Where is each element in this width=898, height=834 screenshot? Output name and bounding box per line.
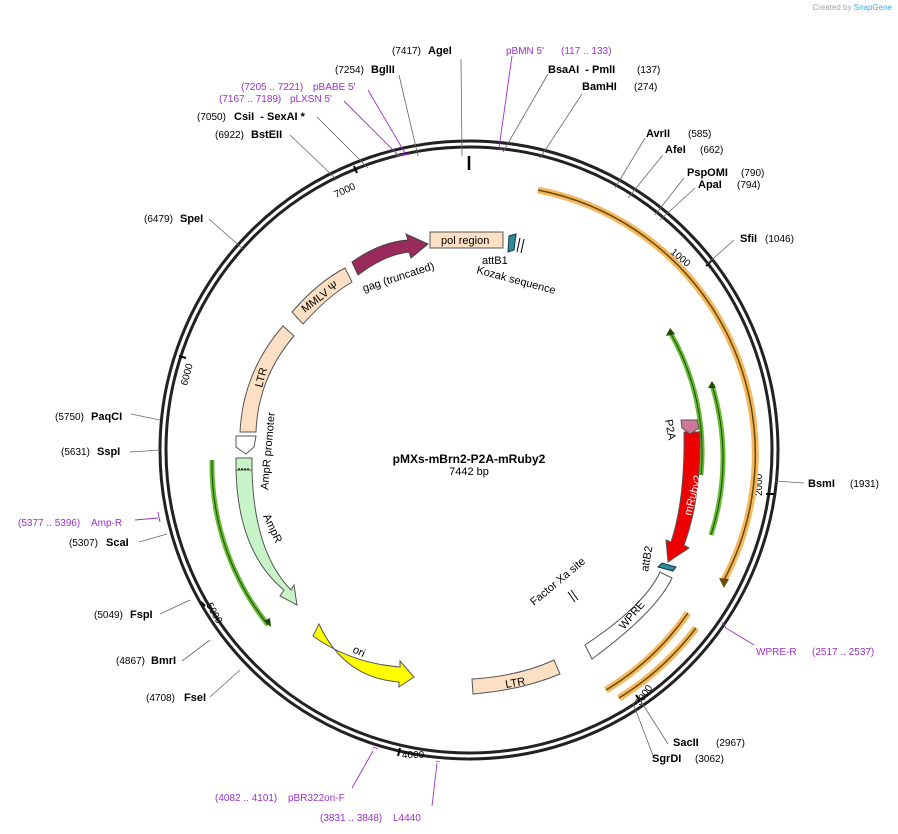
site-bsaai-name: BsaAI - PmlI [548, 64, 615, 76]
p2a-feature: P2A [662, 418, 700, 442]
orf-green-arrows [209, 328, 726, 627]
site-fsei-pos: (4708) [146, 693, 175, 704]
pol-region-feature: pol region [429, 231, 504, 249]
primer-pbr322-name: pBR322ori-F [288, 793, 345, 804]
primer-plxsn-name: pLXSN 5' [290, 94, 332, 105]
site-paqci-name: PaqCI [91, 411, 122, 423]
site-spei-pos: (6479) [144, 214, 173, 225]
restriction-sites: (7417) AgeI BsaAI - PmlI (137) BamHI (27… [55, 45, 879, 765]
primer-leader-lines [134, 55, 755, 807]
site-ageI-pos: (7417) [392, 46, 421, 57]
tick-label-2000: 2000 [754, 473, 765, 496]
factor-xa-feature: Factor Xa site [528, 555, 588, 608]
site-scai-pos: (5307) [69, 538, 98, 549]
orf-orange-arrow-small [604, 611, 699, 701]
site-pspomi-name: PspOMI [687, 167, 728, 179]
site-bglii-pos: (7254) [335, 65, 364, 76]
ampr-label: AmpR [260, 512, 284, 545]
site-bamhi-pos: (274) [634, 82, 657, 93]
mmlv-psi-feature: MMLV Ψ [291, 267, 353, 325]
ampr-promoter-label: AmpR promoter [259, 412, 278, 491]
site-ageI-name: AgeI [428, 45, 452, 57]
site-sgrdi-pos: (3062) [695, 754, 724, 765]
plasmid-size: 7442 bp [449, 466, 489, 478]
site-sfii-pos: (1046) [765, 234, 794, 245]
p2a-label: P2A [662, 418, 678, 441]
site-bsmi-pos: (1931) [850, 479, 879, 490]
site-fsei-name: FseI [184, 692, 206, 704]
primer-pbr322-range: (4082 .. 4101) [215, 793, 277, 804]
primer-pbmn-range: (117 .. 133) [561, 46, 611, 57]
primer-pbmn-name: pBMN 5' [506, 46, 544, 57]
mruby2-feature: mRuby2 [665, 431, 705, 563]
ori-label: ori [351, 644, 367, 660]
primer-l4440-name: L4440 [393, 813, 421, 824]
site-sspi-pos: (5631) [61, 447, 90, 458]
site-bsteii-name: BstEII [251, 129, 282, 141]
site-afei-name: AfeI [665, 144, 686, 156]
ori-feature: ori [312, 622, 415, 688]
gag-feature: gag (truncated) [351, 233, 436, 295]
site-sacii-pos: (2967) [716, 738, 745, 749]
tick-label-4000: 4000 [402, 750, 425, 761]
site-sgrdi-name: SgrDI [652, 753, 681, 765]
ltr-bottom-label: LTR [504, 676, 526, 691]
ltr-left-label: LTR [253, 366, 270, 388]
pol-region-label: pol region [441, 235, 489, 247]
site-bsteii-pos: (6922) [215, 130, 244, 141]
site-bmri-name: BmrI [151, 655, 176, 667]
site-bsmi-name: BsmI [808, 478, 835, 490]
primer-wpre-name: WPRE-R [756, 647, 797, 658]
ltr-bottom-feature: LTR [471, 659, 561, 695]
site-leader-lines [129, 58, 805, 759]
site-avrii-pos: (585) [688, 129, 711, 140]
site-scai-name: ScaI [106, 537, 129, 549]
snapgene-credit: Created by SnapGene [812, 3, 892, 12]
site-csii-name: CsiI - SexAI * [234, 111, 306, 123]
credit-text: Created by [812, 3, 852, 12]
site-bsaai-pos: (137) [637, 65, 660, 76]
site-sacii-name: SacII [673, 737, 699, 749]
tick-label-7000: 7000 [333, 181, 358, 201]
primer-pbabe-name: pBABE 5' [313, 82, 356, 93]
primer-pbabe-range: (7205 .. 7221) [241, 82, 303, 93]
site-csii-pos: (7050) [197, 112, 226, 123]
attb1-label: attB1 [482, 255, 508, 267]
factor-xa-label: Factor Xa site [528, 555, 588, 608]
primer-ampr-name: Amp-R [91, 518, 122, 529]
site-afei-pos: (662) [700, 145, 723, 156]
primer-ampr-range: (5377 .. 5396) [18, 518, 80, 529]
site-bmri-pos: (4867) [116, 656, 145, 667]
site-fspi-pos: (5049) [94, 610, 123, 621]
primer-wpre-range: (2517 .. 2537) [812, 647, 874, 658]
primer-l4440-range: (3831 .. 3848) [320, 813, 382, 824]
site-bamhi-name: BamHI [582, 81, 617, 93]
site-spei-name: SpeI [180, 213, 203, 225]
site-paqci-pos: (5750) [55, 412, 84, 423]
plasmid-name: pMXs-mBrn2-P2A-mRuby2 [393, 452, 546, 466]
ltr-left-feature: LTR [239, 325, 295, 433]
site-avrii-name: AvrII [646, 128, 670, 140]
site-apai-pos: (794) [737, 180, 760, 191]
site-bglii-name: BglII [371, 64, 395, 76]
site-apai-name: ApaI [698, 179, 722, 191]
primer-plxsn-range: (7167 .. 7189) [219, 94, 281, 105]
tick-label-6000: 6000 [179, 362, 195, 387]
primers: pBMN 5' (117 .. 133) (7205 .. 7221) pBAB… [18, 46, 874, 824]
site-fspi-name: FspI [130, 609, 153, 621]
site-sspi-name: SspI [97, 446, 120, 458]
orf-orange-arrow [537, 186, 759, 588]
site-sfii-name: SfiI [740, 233, 757, 245]
site-pspomi-pos: (790) [741, 168, 764, 179]
snapgene-brand: SnapGene [853, 3, 892, 12]
attb2-feature: attB2 [639, 545, 677, 573]
kozak-label: Kozak sequence [475, 264, 557, 297]
attb2-label: attB2 [639, 545, 655, 572]
